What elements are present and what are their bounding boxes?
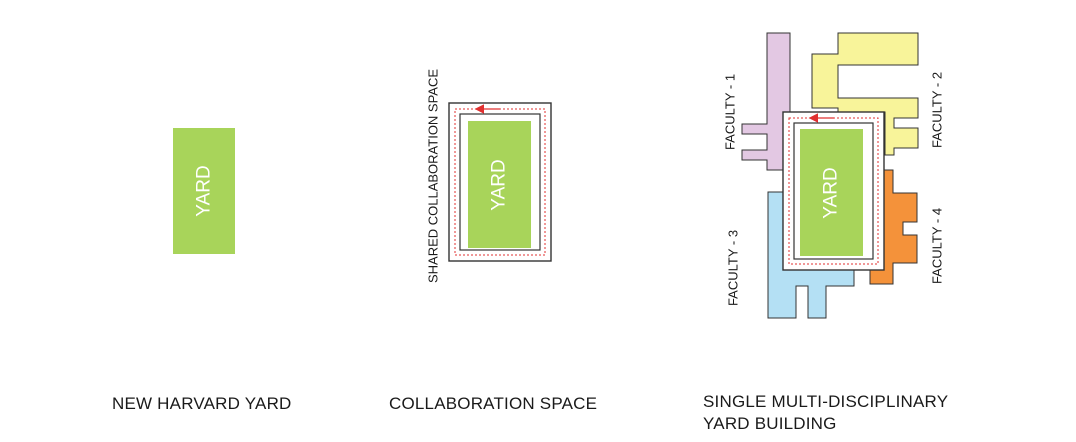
shared-collaboration-space-label: SHARED COLLABORATION SPACE <box>426 69 441 283</box>
yard-block <box>800 129 863 256</box>
yard-block <box>173 128 235 254</box>
faculty-3-label: FACULTY - 3 <box>726 230 741 306</box>
yard-label: YARD <box>194 165 215 216</box>
yard-label: YARD <box>821 167 842 218</box>
caption-line-1: SINGLE MULTI-DISCIPLINARY <box>703 392 949 411</box>
caption-text: COLLABORATION SPACE <box>389 394 598 413</box>
caption-collaboration-space: COLLABORATION SPACE <box>389 393 597 415</box>
caption-text: NEW HARVARD YARD <box>112 394 292 413</box>
caption-new-harvard-yard: NEW HARVARD YARD <box>112 393 292 415</box>
courtyard-outline <box>793 122 874 260</box>
caption-multi-disciplinary: SINGLE MULTI-DISCIPLINARY YARD BUILDING <box>703 391 948 435</box>
faculty-1-label: FACULTY - 1 <box>723 74 738 150</box>
faculty-4-label: FACULTY - 4 <box>930 208 945 284</box>
yard-label: YARD <box>489 159 510 210</box>
faculty-2-wing <box>811 32 919 156</box>
courtyard-outline <box>459 113 541 251</box>
panel-multi-disciplinary-building: YARD FACULTY - 1 FACULTY - 2 FACULTY - 3… <box>723 32 945 319</box>
caption-line-2: YARD BUILDING <box>703 414 837 433</box>
faculty-2-label: FACULTY - 2 <box>930 72 945 148</box>
panel-new-harvard-yard: YARD <box>173 128 235 254</box>
faculty-4-wing <box>869 169 918 285</box>
yard-block <box>468 121 531 248</box>
panel-collaboration-space: YARD SHARED COLLABORATION SPACE <box>426 69 552 283</box>
